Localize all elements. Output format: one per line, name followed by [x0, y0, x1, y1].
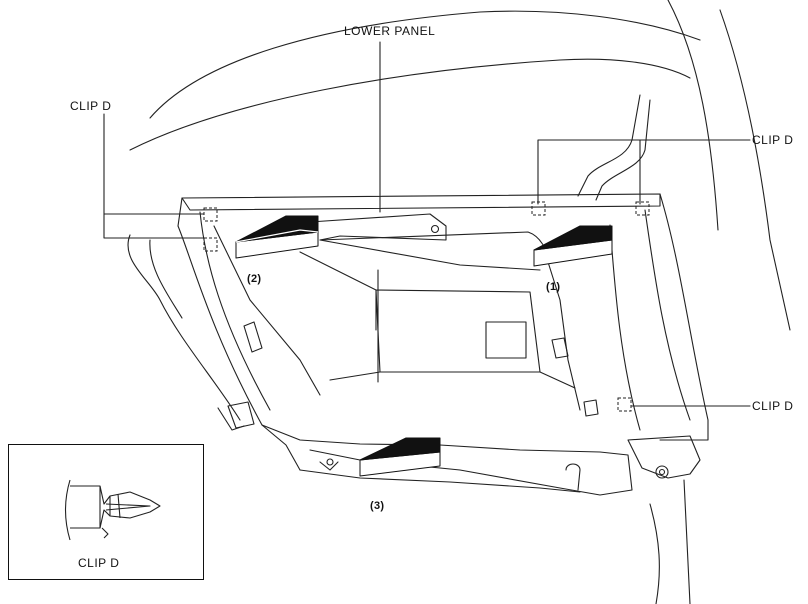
clip-inset-drawing: [64, 479, 161, 541]
panel-top-rim: [181, 193, 661, 211]
panel-front-tab-l: [319, 461, 339, 471]
left-clip-tab: [227, 401, 255, 429]
panel-front-bottom: [299, 469, 581, 493]
panel-right-inner-2: [609, 224, 641, 431]
clip-marker-2: [203, 237, 218, 252]
console-right-edge: [667, 0, 719, 231]
clip-d-label-left: CLIP D: [70, 99, 112, 113]
left-floor-line: [127, 234, 241, 421]
bracket-hole: [655, 465, 669, 479]
clip-d-label-right-top: CLIP D: [752, 133, 794, 147]
panel-opening-right: [547, 261, 581, 411]
left-slot: [243, 321, 263, 353]
panel-left-wall: [177, 197, 301, 471]
clip-d-label-right-mid: CLIP D: [752, 399, 794, 413]
panel-right-inner: [644, 209, 691, 421]
left-floor-line-2: [149, 239, 183, 319]
right-slot-2: [583, 399, 599, 417]
opening-back-wall: [375, 289, 541, 373]
dashboard-upper-curve: [129, 58, 691, 151]
right-bracket: [627, 435, 701, 479]
lower-right-line: [683, 479, 691, 604]
clip-detail-inset: [8, 444, 204, 580]
latch-hole-left: [326, 458, 334, 466]
clip-right-top-leader: [537, 139, 751, 205]
handle-hole: [430, 224, 440, 234]
panel-right-wall: [659, 193, 709, 441]
arrow-step-3: [359, 437, 441, 477]
step-1-label: (1): [546, 281, 561, 293]
console-cable: [577, 94, 641, 197]
handle-strap: [319, 239, 541, 271]
lower-right-curve: [649, 503, 660, 604]
clip-marker-4: [635, 201, 650, 216]
arrow-step-1: [533, 225, 613, 267]
clip-d-label-inset: CLIP D: [78, 556, 120, 570]
bracket-hole-inner: [658, 468, 666, 476]
right-slot: [551, 337, 569, 359]
panel-left-inner-2: [213, 225, 321, 396]
arrow-step-2: [235, 215, 319, 259]
step-2-label: (2): [247, 273, 262, 285]
panel-left-inner: [199, 211, 271, 411]
panel-opening-left: [299, 251, 377, 331]
panel-front-tab-r: [565, 463, 581, 491]
dashboard-outline: [149, 10, 701, 119]
right-body-edge: [719, 9, 791, 331]
panel-front-lip: [261, 424, 633, 496]
lower-panel-label: LOWER PANEL: [344, 24, 436, 38]
panel-handle: [309, 213, 447, 241]
step-3-label: (3): [370, 500, 385, 512]
opening-floor: [329, 371, 576, 389]
clip-marker-1: [203, 207, 218, 222]
opening-window: [485, 321, 527, 359]
console-cable-2: [595, 99, 651, 201]
clip-marker-3: [531, 201, 546, 216]
clip-marker-5: [617, 397, 632, 412]
clip-left-leader: [103, 113, 205, 239]
